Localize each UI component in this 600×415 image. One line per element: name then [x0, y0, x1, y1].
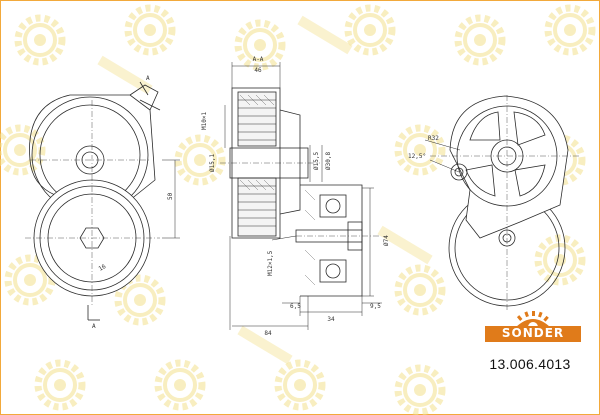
view-a-top: A: [146, 75, 150, 82]
section-label: A-A: [253, 56, 264, 63]
gear-logo-icon: [485, 311, 581, 342]
right-view-tensioner: [424, 95, 580, 310]
section-view: [220, 87, 380, 297]
dim-15-1: Ø15,1: [209, 154, 216, 172]
dim-74: Ø74: [383, 235, 390, 246]
dim-angle: 12,5°: [408, 153, 426, 160]
dim-m10: M10×1: [201, 112, 208, 130]
dim-15-5: Ø15,5: [313, 152, 320, 170]
dim-width-46: 46: [254, 67, 262, 74]
dim-r32: R32: [428, 135, 439, 142]
dim-30-8: Ø30,8: [325, 152, 332, 170]
left-view-pulley: [25, 81, 160, 321]
dim-m12: M12×1,5: [267, 250, 274, 276]
dim-84: 84: [264, 330, 272, 337]
dim-50: 50: [167, 192, 174, 200]
dim-hex-16: 16: [98, 263, 108, 273]
dim-34: 34: [327, 316, 335, 323]
dim-6-5: 6,5: [290, 303, 301, 310]
view-a-bottom: A: [92, 323, 96, 330]
sonder-logo: SONDER: [485, 310, 581, 344]
brand-name: SONDER: [501, 326, 565, 340]
part-number: 13.006.4013: [489, 356, 571, 372]
dim-9-5: 9,5: [370, 303, 381, 310]
